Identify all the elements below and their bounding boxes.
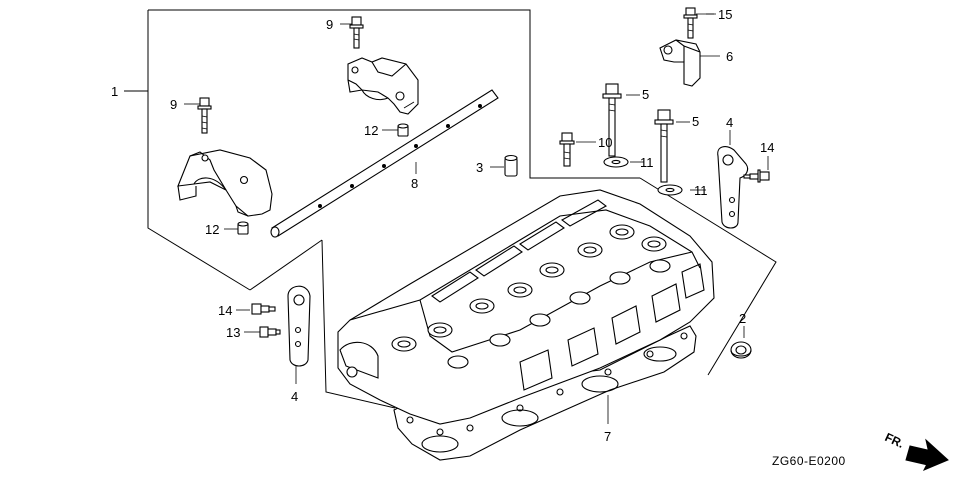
bolt-14-right: [743, 169, 770, 183]
engine-hanger-4-right: [717, 146, 749, 229]
assembly-boundary-lines: [124, 9, 777, 409]
dowel-12-upper: [397, 123, 409, 137]
callout-10: 10: [598, 135, 612, 150]
head-bolt-5-right: [654, 109, 674, 183]
callout-labels: 1 2 3 4 4 5 5 6 7 8 9 9 10 11 11 12 12 1…: [111, 7, 774, 444]
dowel-3: [504, 154, 518, 177]
callout-1: 1: [111, 84, 118, 99]
callout-12-lower: 12: [205, 222, 219, 237]
valve-bores: [391, 224, 671, 369]
bolt-13: [259, 326, 281, 338]
bolt-14-left: [251, 303, 276, 315]
callout-9-left: 9: [170, 97, 177, 112]
callout-6: 6: [726, 49, 733, 64]
diagram-code: ZG60-E0200: [772, 454, 846, 468]
callout-5-left: 5: [642, 87, 649, 102]
washer-11-left: [603, 156, 629, 168]
bolt-15: [683, 7, 698, 39]
front-direction-label: FR.: [883, 430, 906, 451]
callout-4-left: 4: [291, 389, 298, 404]
callout-2: 2: [739, 311, 746, 326]
bolt-9-upper: [349, 16, 364, 49]
callout-15: 15: [718, 7, 732, 22]
callout-14-left: 14: [218, 303, 232, 318]
callout-13: 13: [226, 325, 240, 340]
bolt-10: [559, 132, 575, 167]
plug-2: [730, 341, 752, 359]
callout-3: 3: [476, 160, 483, 175]
callout-12-upper: 12: [364, 123, 378, 138]
front-direction-arrow-icon: [905, 438, 949, 471]
dowel-12-lower: [237, 221, 249, 235]
callout-7: 7: [604, 429, 611, 444]
cylinder-head-7: [337, 189, 715, 461]
callout-4-right: 4: [726, 115, 733, 130]
leader-lines: [184, 13, 769, 424]
bolt-9-left: [197, 97, 212, 134]
rocker-shaft-8: [270, 89, 499, 238]
callout-11-right: 11: [694, 183, 708, 198]
washer-11-right: [657, 184, 683, 196]
callout-5-right: 5: [692, 114, 699, 129]
rocker-support-upper: [347, 57, 419, 115]
bracket-6: [659, 39, 701, 87]
callout-8: 8: [411, 176, 418, 191]
callout-14-right: 14: [760, 140, 774, 155]
callout-11-left: 11: [640, 155, 654, 170]
rocker-support-left: [177, 149, 273, 217]
head-bolt-5-left: [602, 83, 622, 157]
engine-hanger-4-left: [287, 285, 311, 367]
callout-9-upper: 9: [326, 17, 333, 32]
